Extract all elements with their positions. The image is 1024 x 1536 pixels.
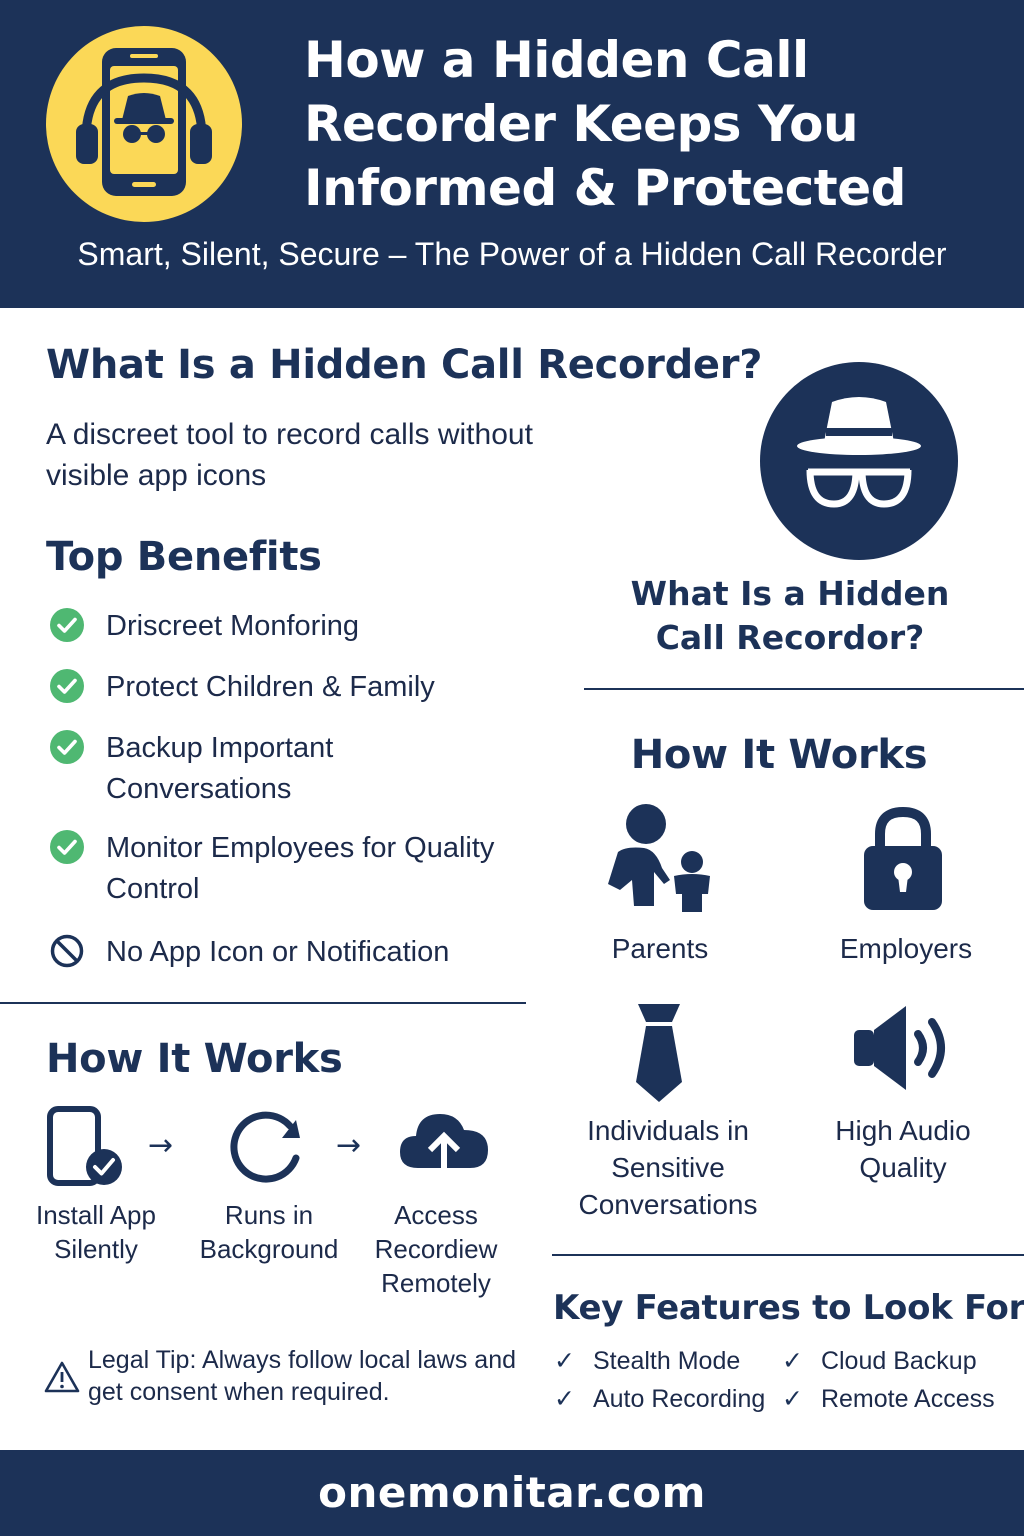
page-subtitle: Smart, Silent, Secure – The Power of a H… — [77, 236, 947, 272]
footer-banner — [0, 1450, 1024, 1536]
right-panel-caption: What Is a Hidden Call Recordor? — [630, 574, 950, 657]
benefit-label: Monitor Employees for Quality Control — [106, 832, 495, 905]
checkmark-icon: ✓ — [782, 1384, 803, 1413]
checkmark-icon: ✓ — [554, 1384, 575, 1413]
speaker-icon — [854, 1006, 945, 1090]
cloud-upload-icon — [400, 1114, 488, 1180]
right-divider-top — [584, 688, 1024, 690]
feature-label: Cloud Backup — [820, 1347, 977, 1375]
feature-item: ✓ Stealth Mode — [554, 1346, 740, 1376]
check-circle-icon — [50, 669, 84, 703]
check-circle-icon — [50, 730, 84, 764]
what-is-heading: What Is a Hidden Call Recorder? — [46, 342, 763, 388]
audience-label-audio: High Audio Quality — [835, 1115, 971, 1183]
feature-label: Stealth Mode — [592, 1347, 741, 1375]
benefit-label: No App Icon or Notification — [106, 936, 450, 968]
right-divider-bottom — [552, 1254, 1024, 1256]
left-divider — [0, 1002, 526, 1004]
feature-label: Auto Recording — [592, 1385, 766, 1413]
spy-hat-glasses-icon — [760, 362, 958, 560]
audience-label-parents: Parents — [611, 933, 709, 964]
step-label-access: Access Recordiew Remotely — [374, 1200, 498, 1298]
benefits-heading: Top Benefits — [46, 534, 322, 580]
check-circle-icon — [50, 608, 84, 642]
page-title: How a Hidden Call Recorder Keeps You Inf… — [304, 31, 906, 217]
phone-check-icon — [47, 1106, 122, 1186]
what-is-description: A discreet tool to record calls without … — [46, 418, 533, 492]
check-circle-icon — [50, 830, 84, 864]
necktie-icon — [636, 1004, 682, 1102]
step-label-background: Runs in Background — [199, 1200, 339, 1264]
warning-icon — [44, 1361, 80, 1393]
audience-label-individuals: Individuals in Sensitive Conversations — [578, 1115, 758, 1220]
benefit-label: Protect Children & Family — [106, 671, 435, 703]
audience-label-employers: Employers — [839, 933, 973, 964]
benefit-label: Backup Important Conversations — [106, 732, 334, 805]
feature-item: ✓ Cloud Backup — [782, 1346, 977, 1376]
how-it-works-heading: How It Works — [46, 1036, 343, 1082]
feature-item: ✓ Remote Access — [782, 1384, 995, 1414]
checkmark-icon: ✓ — [554, 1346, 575, 1375]
parent-child-icon — [608, 804, 710, 912]
checkmark-icon: ✓ — [782, 1346, 803, 1375]
how-it-works-audience-heading: How It Works — [630, 732, 928, 778]
legal-tip-text: Legal Tip: Always follow local laws and … — [88, 1346, 517, 1406]
footer-website-link[interactable]: onemonitar.com — [318, 1468, 706, 1517]
key-features-heading: Key Features to Look For — [553, 1288, 1024, 1328]
benefit-label: Driscreet Monforing — [106, 610, 360, 642]
flow-arrow-icon: → — [336, 1128, 362, 1163]
flow-arrow-icon: → — [148, 1128, 174, 1163]
prohibited-icon — [50, 934, 84, 968]
padlock-icon — [864, 806, 942, 910]
refresh-icon — [230, 1111, 300, 1183]
feature-item: ✓ Auto Recording — [554, 1384, 765, 1414]
phone-spy-headphones-icon — [46, 26, 242, 222]
feature-label: Remote Access — [820, 1385, 995, 1413]
step-label-install: Install App Silently — [36, 1200, 156, 1264]
